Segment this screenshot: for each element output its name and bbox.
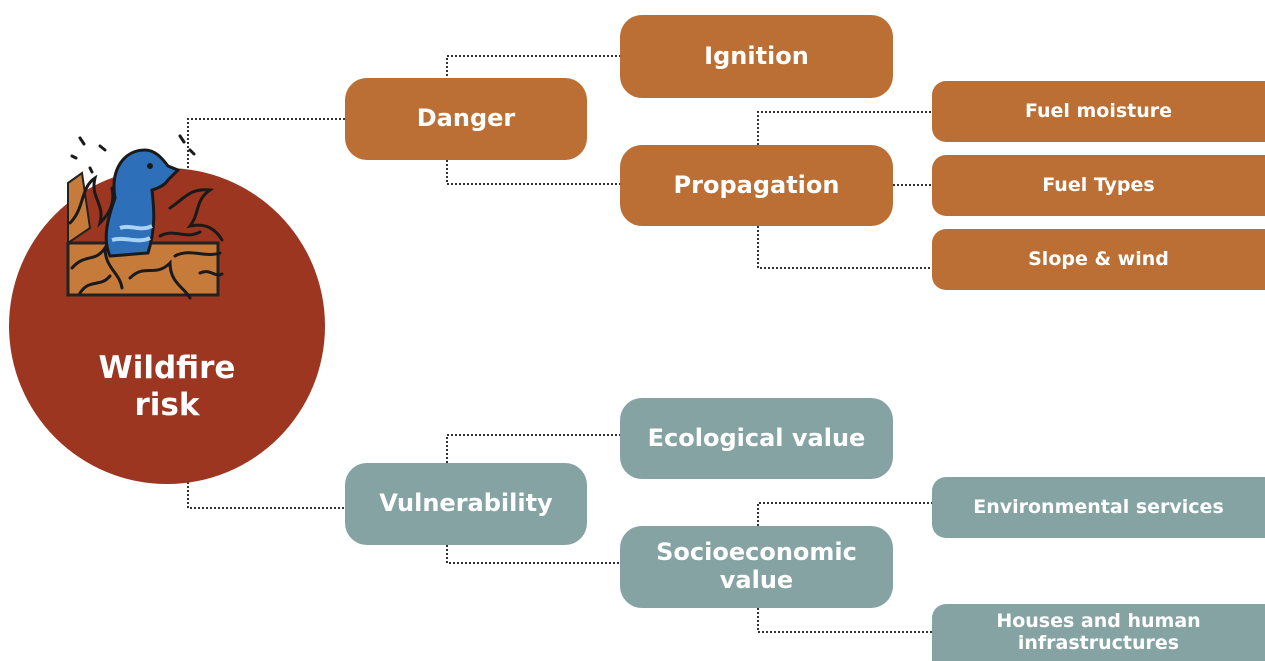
vulnerability-node: Vulnerability	[345, 463, 587, 545]
environmental-services-node: Environmental services	[932, 477, 1265, 538]
root-label: Wildfire risk	[9, 350, 325, 424]
connector-vulnerability-socioeconomic	[446, 545, 620, 564]
connector-socio-environmental	[757, 502, 932, 526]
root-label-line1: Wildfire	[98, 350, 236, 386]
connector-propagation-slope	[757, 226, 932, 269]
danger-node: Danger	[345, 78, 587, 160]
fuel-moisture-node: Fuel moisture	[932, 81, 1265, 142]
connector-danger-ignition	[446, 55, 620, 80]
connector-root-vulnerability	[187, 482, 345, 509]
ecological-value-node: Ecological value	[620, 398, 893, 479]
connector-propagation-fuel-moisture	[757, 111, 932, 145]
root-label-line2: risk	[134, 387, 200, 424]
ignition-node: Ignition	[620, 15, 893, 98]
fuel-types-node: Fuel Types	[932, 155, 1265, 216]
slope-wind-node: Slope & wind	[932, 229, 1265, 290]
connector-socio-houses	[757, 608, 932, 633]
connector-root-danger	[187, 118, 345, 176]
houses-infrastructures-node: Houses and human infrastructures	[932, 604, 1265, 661]
connector-vulnerability-ecological	[446, 434, 620, 463]
root-circle	[9, 168, 325, 484]
socioeconomic-value-node: Socioeconomic value	[620, 526, 893, 608]
propagation-node: Propagation	[620, 145, 893, 226]
burning-animal-icon	[66, 134, 224, 300]
connector-danger-propagation	[446, 160, 620, 185]
